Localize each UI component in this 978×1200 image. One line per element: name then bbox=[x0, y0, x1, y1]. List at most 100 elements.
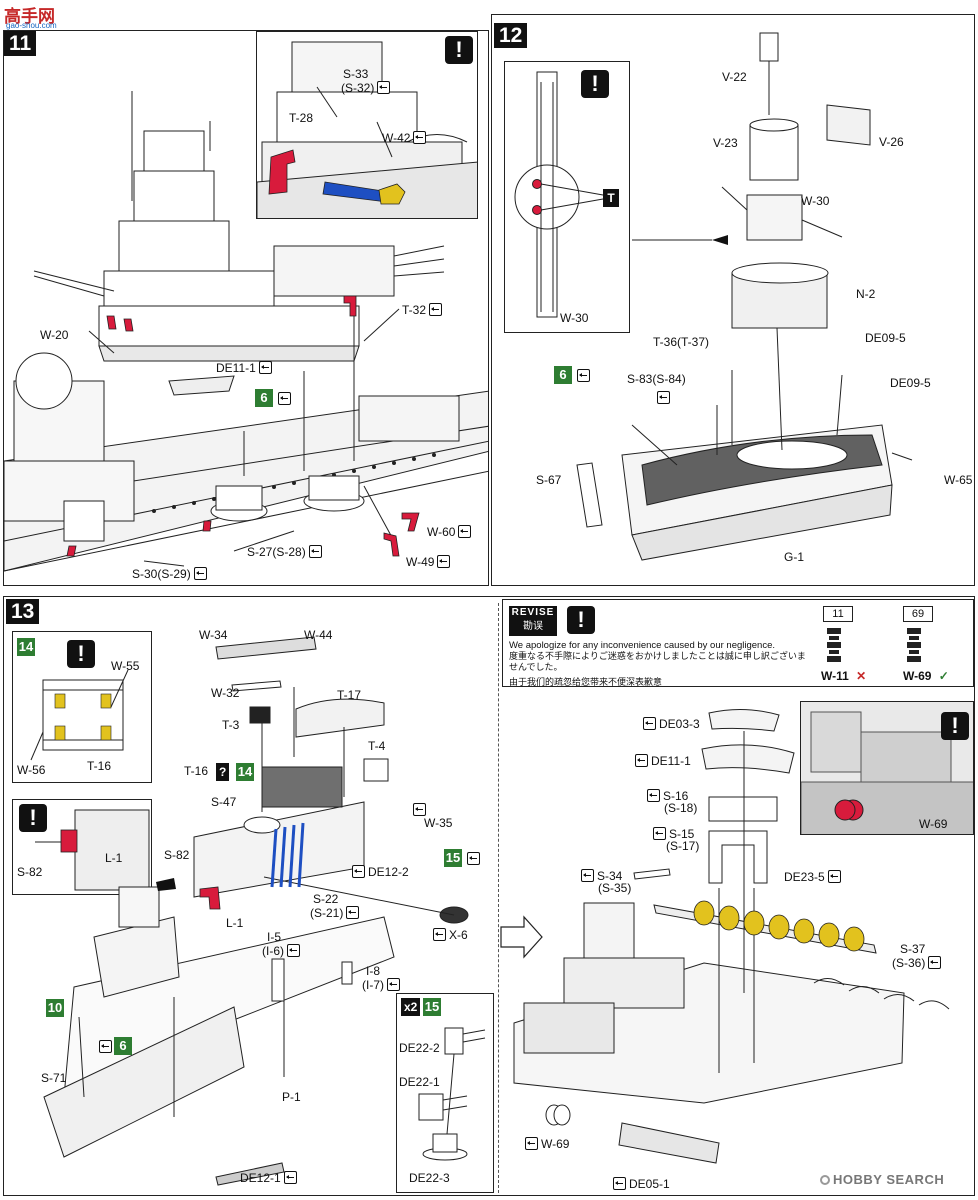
label-de12-2: DE12-2 bbox=[349, 865, 409, 879]
hobby-search-watermark: HOBBY SEARCH bbox=[820, 1172, 944, 1187]
label-de09-5b: DE09-5 bbox=[890, 376, 931, 390]
attach-icon bbox=[346, 906, 360, 919]
step-12-ship-drawing bbox=[576, 32, 913, 561]
label-t36: T-36(T-37) bbox=[653, 335, 710, 349]
label-s83: S-83(S-84) bbox=[627, 372, 686, 386]
wrong-part-label-text: W-11 bbox=[821, 669, 849, 683]
photo-inset-drawing bbox=[801, 711, 973, 834]
label-i6-text: (I-6) bbox=[262, 944, 284, 958]
label-de11-1-text: DE11-1 bbox=[216, 361, 256, 375]
label-s32-text: (S-32) bbox=[341, 81, 375, 95]
label-i8: I-8 bbox=[366, 964, 381, 978]
warning-icon: ! bbox=[941, 712, 969, 740]
label-l1-inset: L-1 bbox=[105, 851, 123, 865]
label-de03-3: DE03-3 bbox=[640, 717, 700, 731]
label-t3: T-3 bbox=[222, 718, 240, 732]
label-t17: T-17 bbox=[337, 688, 362, 702]
label-w60: W-60 bbox=[427, 525, 472, 539]
label-g1: G-1 bbox=[784, 550, 805, 564]
label-de12-1-text: DE12-1 bbox=[240, 1171, 281, 1185]
label-w30: W-30 bbox=[801, 194, 830, 208]
step-ref-14: 14 bbox=[17, 638, 35, 656]
label-i7-text: (I-7) bbox=[362, 978, 384, 992]
warning-icon: ! bbox=[445, 36, 473, 64]
right-part-label-text: W-69 bbox=[903, 669, 932, 683]
label-s71: S-71 bbox=[41, 1071, 67, 1085]
watermark-icon bbox=[820, 1175, 830, 1185]
quantity-badge: x2 bbox=[401, 998, 421, 1016]
attach-icon bbox=[577, 369, 590, 382]
label-s16-text: S-16 bbox=[663, 789, 689, 803]
site-logo: 高手网 gao-shou.com bbox=[4, 2, 74, 32]
attach-icon bbox=[283, 1171, 297, 1184]
step-12-number: 12 bbox=[494, 23, 528, 48]
label-w32: W-32 bbox=[211, 686, 240, 700]
attach-icon bbox=[433, 928, 446, 941]
label-s30-text: S-30(S-29) bbox=[132, 567, 191, 581]
label-de12-1: DE12-1 bbox=[240, 1171, 297, 1185]
label-de22-3: DE22-3 bbox=[409, 1171, 450, 1185]
label-w42-text: W-42 bbox=[382, 131, 411, 145]
step-ref-6: 6 bbox=[114, 1037, 132, 1055]
label-s67: S-67 bbox=[536, 473, 562, 487]
attach-icon bbox=[99, 1040, 112, 1053]
label-s36: (S-36) bbox=[892, 956, 942, 970]
attach-icon bbox=[647, 789, 660, 802]
step-ref-15: 15 bbox=[423, 998, 441, 1016]
label-s47: S-47 bbox=[211, 795, 237, 809]
label-w42: W-42 bbox=[382, 131, 427, 145]
logo-text: 高手网 bbox=[4, 7, 55, 27]
label-s27-text: S-27(S-28) bbox=[247, 545, 306, 559]
label-w49: W-49 bbox=[406, 555, 451, 569]
right-part-label: W-69 ✓ bbox=[903, 670, 949, 683]
label-w69-inset: W-69 bbox=[919, 817, 948, 831]
label-s21: (S-21) bbox=[310, 906, 360, 920]
label-w44: W-44 bbox=[304, 628, 333, 642]
label-de23-5-text: DE23-5 bbox=[784, 870, 825, 884]
warning-icon: ! bbox=[19, 804, 47, 832]
step-12-panel: 12 ! T W-30 bbox=[491, 14, 975, 586]
divider bbox=[498, 603, 499, 1193]
attach-icon bbox=[635, 754, 648, 767]
label-w34: W-34 bbox=[199, 628, 228, 642]
label-w56: W-56 bbox=[17, 763, 46, 777]
warning-icon: ! bbox=[567, 606, 595, 634]
step-13-panel: 13 14 ! W-55 W-56 T-16 ! S- bbox=[3, 596, 975, 1196]
step-13-inset-s82: ! S-82 L-1 bbox=[12, 799, 152, 895]
alert-mini-icon: T bbox=[603, 189, 619, 207]
wrong-part-tag: 11 bbox=[823, 606, 853, 622]
label-s30: S-30(S-29) bbox=[132, 567, 207, 581]
label-w20: W-20 bbox=[40, 328, 69, 342]
label-s34: S-34 bbox=[578, 869, 622, 883]
label-s21-text: (S-21) bbox=[310, 906, 344, 920]
label-t32-text: T-32 bbox=[402, 303, 427, 317]
step-11-inset-drawing bbox=[257, 41, 477, 218]
attach-icon bbox=[827, 870, 841, 883]
wrong-part-label: W-11 ✕ bbox=[821, 670, 866, 683]
label-s82-inset: S-82 bbox=[17, 865, 43, 879]
step-11-detail-inset: ! S-33 (S-32) T-28 W-42 bbox=[256, 31, 478, 219]
step-13-photo-inset: ! W-69 bbox=[800, 701, 974, 835]
label-s22: S-22 bbox=[313, 892, 339, 906]
label-s36-text: (S-36) bbox=[892, 956, 926, 970]
label-de22-1: DE22-1 bbox=[399, 1075, 440, 1089]
step-ref-15: 15 bbox=[444, 849, 462, 867]
revise-badge-en: REVISE bbox=[511, 607, 555, 618]
attach-icon bbox=[458, 525, 472, 538]
attach-icon bbox=[613, 1177, 626, 1190]
label-w65: W-65 bbox=[944, 473, 973, 487]
label-s17: (S-17) bbox=[666, 839, 700, 853]
label-t28: T-28 bbox=[289, 111, 314, 125]
label-s33: S-33 bbox=[343, 67, 369, 81]
label-de11-1b-text: DE11-1 bbox=[651, 754, 691, 768]
label-w60-text: W-60 bbox=[427, 525, 456, 539]
attach-icon bbox=[387, 978, 400, 991]
step-11-ship-drawing bbox=[4, 91, 488, 572]
label-x6: X-6 bbox=[430, 928, 468, 942]
photoetch-drawing bbox=[30, 669, 129, 761]
label-w35: W-35 bbox=[410, 803, 452, 830]
warning-icon: ! bbox=[67, 640, 95, 668]
step-11-panel: 11 bbox=[3, 30, 489, 586]
step-13-inset-photoetch: 14 ! W-55 W-56 T-16 bbox=[12, 631, 152, 783]
attach-icon bbox=[657, 391, 670, 404]
